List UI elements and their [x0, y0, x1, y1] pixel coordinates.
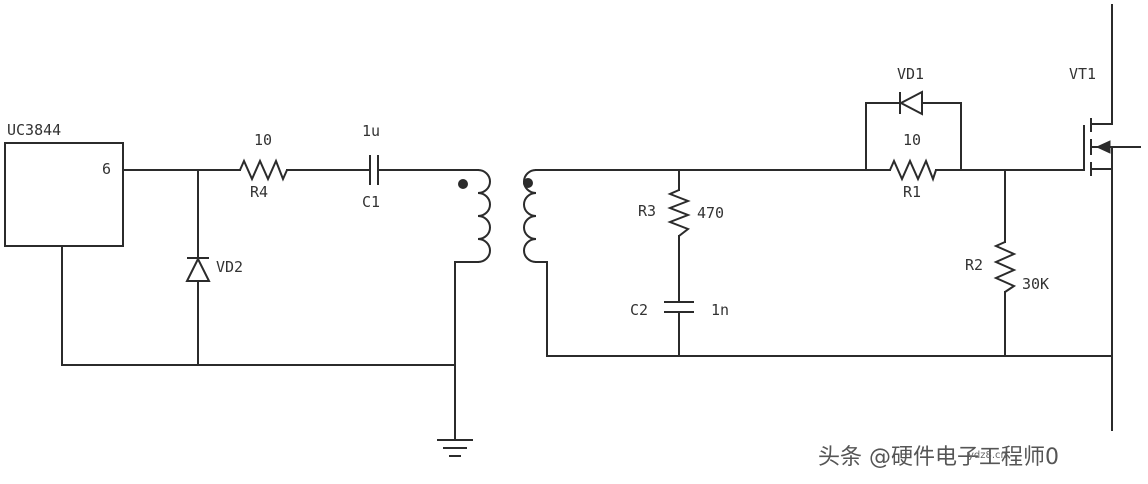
- diode-vd2: VD2: [185, 256, 243, 282]
- watermark-overlay-text: ydz8.cn: [968, 450, 1007, 461]
- uc3844-ic: UC3844 6: [4, 121, 124, 247]
- watermark: 头条 @硬件电子工程师0 ydz8.cn: [818, 445, 1059, 470]
- r2-ref-label: R2: [965, 256, 983, 274]
- r4-value-label: 10: [254, 131, 272, 149]
- r1-value-label: 10: [903, 131, 921, 149]
- r4-ref-label: R4: [250, 183, 268, 201]
- primary-dot: [458, 179, 468, 189]
- vd2-ref-label: VD2: [216, 258, 243, 276]
- vd1-ref-label: VD1: [897, 65, 924, 83]
- c2-value-label: 1n: [711, 301, 729, 319]
- mosfet-vt1: VT1: [1069, 4, 1141, 431]
- c1-value-label: 1u: [362, 122, 380, 140]
- capacitor-c2: C2 1n: [630, 301, 729, 319]
- r1-ref-label: R1: [903, 183, 921, 201]
- r3-ref-label: R3: [638, 202, 656, 220]
- ic-name-label: UC3844: [7, 121, 61, 139]
- resistor-r1: 10 R1: [889, 131, 937, 201]
- vt1-ref-label: VT1: [1069, 65, 1096, 83]
- right-wires: [535, 102, 1113, 357]
- pulse-transformer: [458, 169, 537, 263]
- c1-ref-label: C1: [362, 193, 380, 211]
- watermark-text: 头条 @硬件电子工程师0: [818, 445, 1059, 470]
- ground-symbol: [437, 439, 473, 457]
- resistor-r2: R2 30K: [965, 241, 1049, 293]
- resistor-r3: R3 470: [638, 189, 724, 237]
- r2-value-label: 30K: [1022, 275, 1049, 293]
- diode-vd1: VD1: [897, 65, 924, 116]
- ic-pin-label: 6: [102, 160, 111, 178]
- r3-value-label: 470: [697, 204, 724, 222]
- c2-ref-label: C2: [630, 301, 648, 319]
- capacitor-c1: 1u C1: [362, 122, 380, 211]
- secondary-dot: [523, 178, 533, 188]
- resistor-r4: 10 R4: [239, 131, 288, 201]
- mosfet-body-arrow: [1095, 140, 1111, 154]
- left-wires: [61, 169, 479, 441]
